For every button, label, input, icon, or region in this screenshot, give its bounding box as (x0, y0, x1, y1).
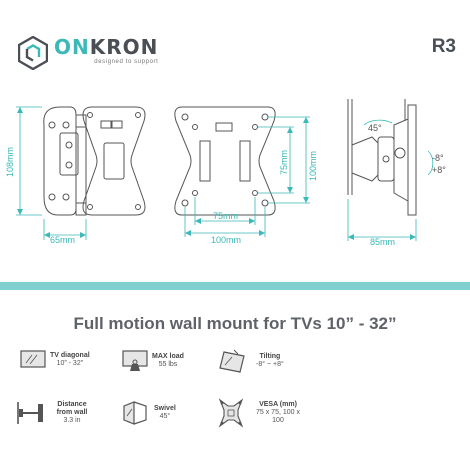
swivel-icon (123, 401, 147, 425)
spec-vesa: VESA (mm)75 x 75, 100 x 100 (216, 398, 300, 428)
brand-logo: ONKRON designed to support (18, 36, 158, 70)
spec-vesa-title: VESA (mm) (259, 401, 297, 408)
spec-vesa-value: 75 x 75, 100 x 100 (256, 409, 300, 424)
brand-name-suffix: KRON (89, 35, 159, 59)
brand-name: ONKRON (54, 36, 158, 58)
spec-swivel-title: Swivel (154, 405, 176, 412)
spec-tv-diagonal-value: 10” - 32” (56, 360, 84, 367)
technical-drawing: 108mm 65mm 75mm 100mm 75mm 100mm 85mm 45… (5, 99, 446, 247)
vesa-plate-drawing (174, 106, 276, 216)
headline: Full motion wall mount for TVs 10” - 32” (73, 314, 397, 333)
vesa-icon (218, 398, 244, 428)
spec-tv-diagonal-title: TV diagonal (50, 352, 90, 359)
dim-vesa-v-small: 75mm (279, 150, 289, 175)
swivel-side-drawing (347, 99, 417, 216)
brand-name-prefix: ON (54, 35, 90, 59)
front-plate-drawing (82, 106, 146, 216)
spec-swivel-value: 45° (159, 413, 171, 420)
tilt-icon (219, 349, 245, 373)
dim-swivel-depth: 85mm (370, 237, 395, 247)
spec-tilting-value: -8° ~ +8° (256, 361, 284, 368)
tv-icon (20, 350, 46, 368)
dim-side-height: 108mm (5, 147, 15, 177)
spec-tilting-title: Tilting (259, 353, 281, 360)
spec-distance-value: 3.3 in (63, 417, 81, 424)
cube-logo-icon (18, 36, 48, 70)
dim-tilt-up: -8° (432, 153, 444, 163)
spec-tilting: Tilting-8° ~ +8° (216, 348, 284, 374)
wall-distance-icon (17, 402, 43, 424)
side-view-drawing (43, 106, 87, 216)
dim-vesa-h-small: 75mm (213, 211, 238, 221)
dim-vesa-v-large: 100mm (308, 151, 318, 181)
spec-max-load-value: 55 lbs (158, 361, 178, 368)
dim-tilt-down: +8° (432, 165, 446, 175)
dim-side-depth: 65mm (50, 235, 75, 245)
dim-vesa-h-large: 100mm (211, 235, 241, 245)
model-number: R3 (431, 36, 456, 57)
brand-tagline: designed to support (94, 59, 159, 65)
spec-distance-title: Distance from wall (56, 401, 88, 416)
spec-max-load-title: MAX load (152, 353, 184, 360)
weight-icon (122, 350, 148, 371)
accent-band (0, 282, 470, 290)
dim-swivel-angle: 45° (368, 123, 382, 133)
